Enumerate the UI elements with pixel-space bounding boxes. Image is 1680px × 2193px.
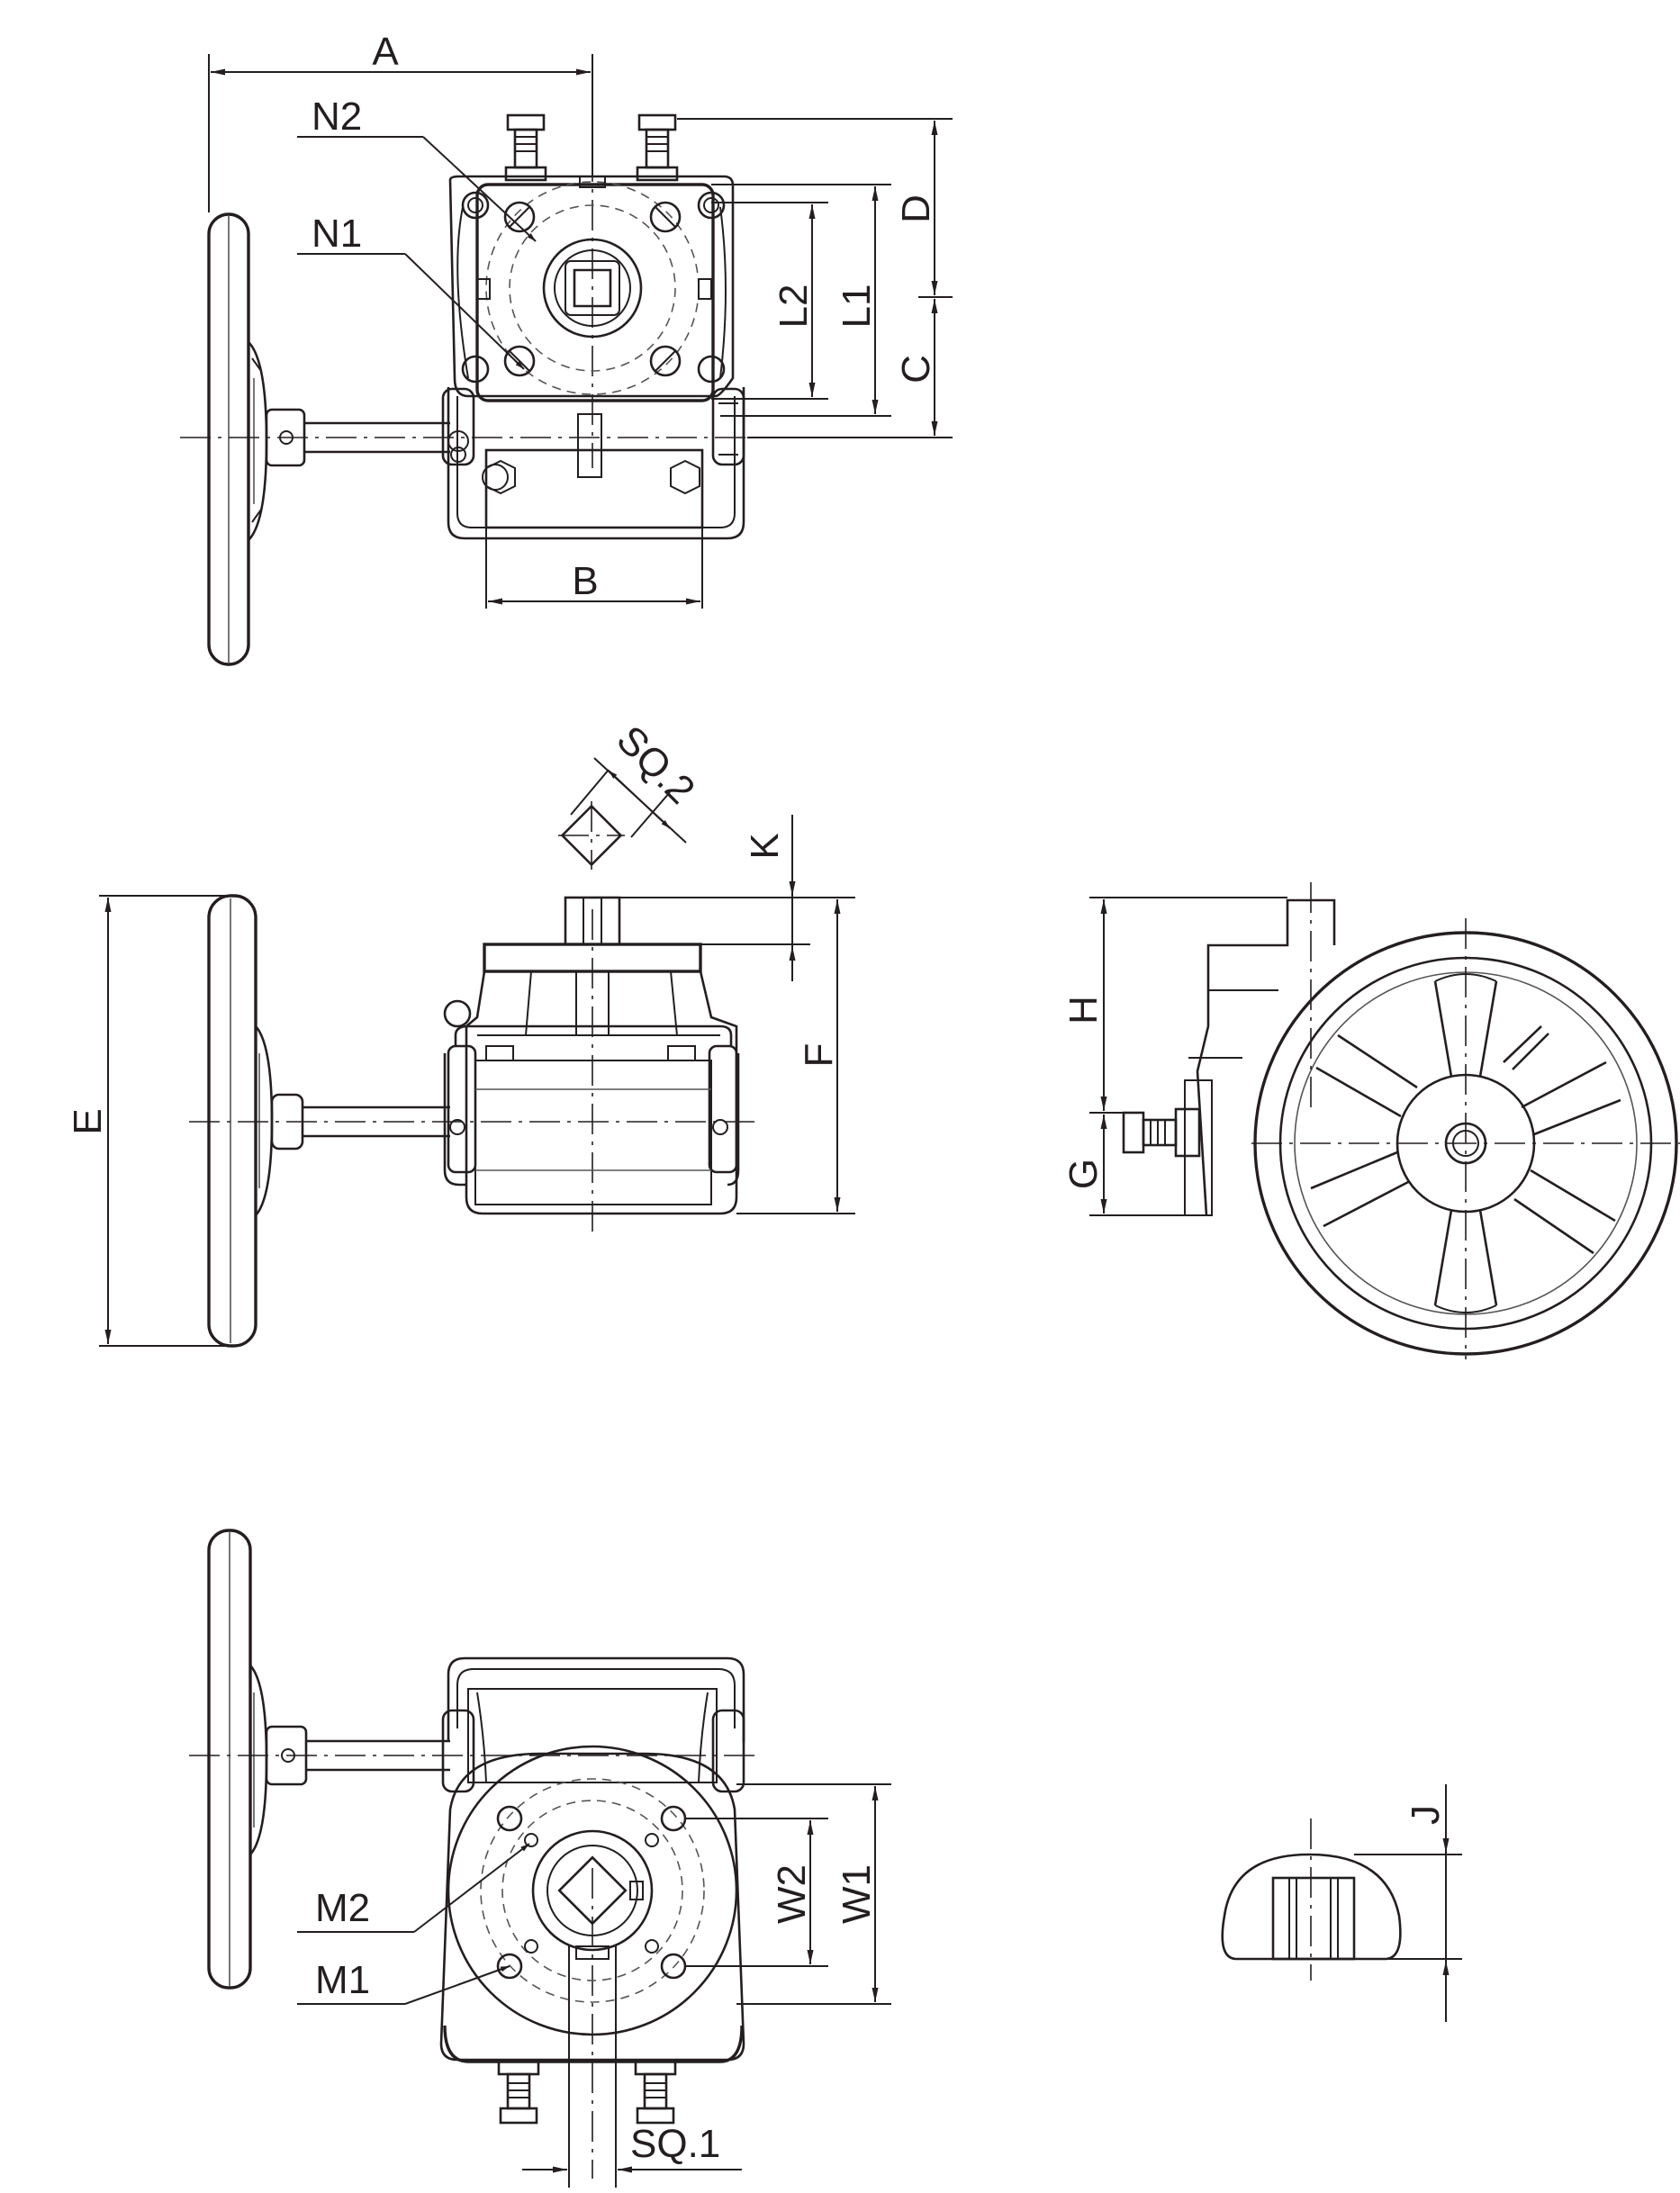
label-M1: M1 (315, 1958, 370, 2002)
label-B: B (572, 559, 598, 603)
dimension-C: C (747, 299, 953, 438)
callout-M2: M2 (297, 1843, 530, 1933)
input-shaft-bottom (265, 1725, 450, 1786)
label-L2: L2 (772, 284, 816, 329)
label-H: H (1061, 996, 1106, 1024)
dimension-A: A (208, 30, 593, 212)
label-W2: W2 (770, 1864, 814, 1924)
handwheel-edge-top (207, 212, 268, 666)
label-SQ2: SQ.2 (608, 717, 703, 813)
label-N1: N1 (312, 212, 362, 256)
section-detail-J: J (1221, 1784, 1462, 2022)
dimension-G: G (1061, 1115, 1208, 1216)
callout-M1: M1 (297, 1958, 510, 2005)
housing-corner-bolt-holes (461, 191, 726, 384)
label-W1: W1 (835, 1864, 879, 1924)
label-E: E (66, 1108, 110, 1134)
handwheel-edge-front (207, 894, 274, 1348)
label-C: C (894, 355, 938, 384)
dimension-F: F (736, 899, 855, 1214)
label-L1: L1 (835, 284, 879, 329)
label-K: K (743, 833, 787, 859)
side-view: H G (1061, 882, 1680, 1359)
callout-N2: N2 (297, 95, 537, 242)
dimension-J: J (1354, 1784, 1462, 2022)
dimension-W1: W1 (736, 1783, 891, 2005)
dimension-SQ1: SQ.1 (522, 1945, 742, 2188)
dimension-W2: W2 (684, 1818, 828, 1967)
limit-screw-side (1122, 1107, 1201, 1158)
dimension-D: D (677, 118, 953, 298)
label-F: F (797, 1043, 841, 1068)
label-A: A (372, 30, 399, 74)
adjustment-screws-top (504, 113, 679, 182)
dimension-E: E (66, 895, 232, 1347)
dimension-H: H (1061, 897, 1287, 1114)
label-G: G (1061, 1159, 1106, 1189)
adjustment-screws-bottom (497, 2060, 677, 2125)
flange-mounting-holes-top (503, 201, 682, 377)
label-N2: N2 (312, 95, 362, 139)
dimension-K: K (619, 815, 855, 981)
top-view: A B N2 N1 L2 (180, 30, 953, 666)
dimension-L2: L2 (711, 202, 828, 400)
front-view: SQ.2 K F E (66, 717, 855, 1348)
label-SQ1: SQ.1 (630, 2122, 720, 2166)
gearbox-body-top (441, 175, 745, 540)
label-D: D (894, 194, 938, 223)
dimension-L1: L1 (711, 184, 891, 417)
callout-N1: N1 (297, 212, 525, 370)
output-square-SQ2: SQ.2 (558, 717, 703, 870)
bottom-view: M2 M1 W2 W1 SQ.1 (189, 1529, 891, 2188)
label-J: J (1404, 1805, 1448, 1825)
dimension-B: B (485, 528, 703, 609)
handwheel-edge-bottom (207, 1529, 268, 1990)
label-M2: M2 (315, 1886, 370, 1930)
